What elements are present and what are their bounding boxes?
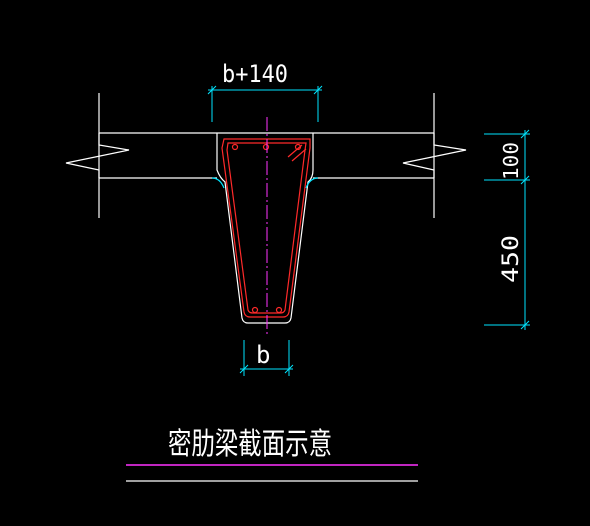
- haunch-fillets: [211, 177, 319, 189]
- left-break-line: [65, 133, 130, 178]
- rebar-bottom-left: [251, 306, 259, 314]
- rib-outline: [216, 133, 314, 324]
- top-dimension: [207, 85, 323, 122]
- slab-thickness-label: 100: [499, 142, 523, 180]
- rib-height-label: 450: [499, 235, 524, 283]
- right-dimension: [484, 129, 530, 330]
- drawing-caption: 密肋梁截面示意: [168, 427, 332, 462]
- rebar-top-left: [231, 143, 239, 151]
- stirrup-hook-1: [287, 144, 303, 158]
- stirrup-inner: [226, 142, 307, 314]
- top-dimension-label: b+140: [222, 60, 288, 88]
- stirrup-outer: [221, 138, 311, 318]
- bottom-dimension-label: b: [256, 341, 270, 369]
- rebar-top-right: [294, 143, 302, 151]
- stirrup-rebar: [221, 138, 311, 318]
- bottom-dimension: [239, 340, 294, 376]
- stirrup-hook-2: [291, 148, 307, 162]
- slab-outline: [65, 93, 467, 218]
- rebar-top-center: [262, 143, 270, 151]
- rebar-bottom-right: [275, 306, 283, 314]
